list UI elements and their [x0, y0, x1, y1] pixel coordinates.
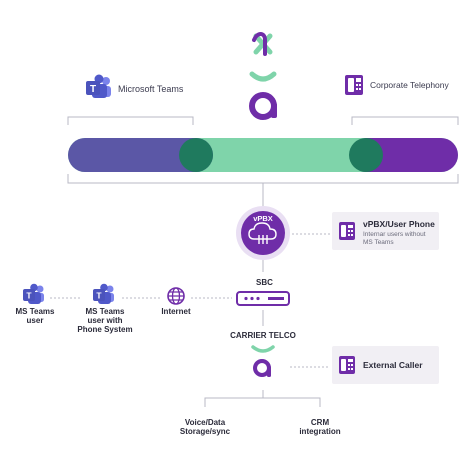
vpbx-user-phone-card: vPBX/User Phone Internar users without M… — [332, 212, 439, 250]
teams-icon: T — [23, 283, 44, 304]
brand-logo-icon — [249, 32, 277, 120]
vpbx-badge: vPBX — [253, 214, 273, 223]
vpbx-card-sub-2: MS Teams — [363, 239, 394, 246]
cloud-icon — [248, 222, 277, 244]
svg-text:T: T — [26, 291, 32, 301]
vpbx-node: vPBX — [236, 206, 290, 260]
brand-logo-icon — [251, 345, 275, 377]
sbc-label: SBC — [256, 278, 273, 287]
ms-teams-phone-label-1: MS Teams — [85, 307, 125, 316]
desk-phone-icon — [339, 356, 355, 374]
teams-icon: T — [93, 283, 114, 304]
ms-teams-user-label-2: user — [26, 316, 44, 325]
desk-phone-icon — [339, 222, 355, 240]
external-caller-card: External Caller — [332, 346, 439, 384]
globe-icon — [167, 287, 185, 305]
svg-text:T: T — [96, 291, 102, 301]
internet-label: Internet — [161, 307, 191, 316]
router-icon — [236, 291, 290, 306]
vpbx-card-sub-1: Internar users without — [363, 231, 426, 238]
teams-label: Microsoft Teams — [118, 84, 184, 94]
carrier-telco-label: CARRIER TELCO — [230, 331, 296, 340]
integration-bar — [68, 138, 458, 172]
svg-text:T: T — [90, 84, 96, 95]
ms-teams-phone-label-3: Phone System — [77, 325, 133, 334]
desk-phone-icon — [345, 75, 363, 95]
telephony-label: Corporate Telephony — [370, 80, 449, 90]
crm-label-1: CRM — [310, 418, 330, 427]
ms-teams-phone-label-2: user with — [87, 316, 123, 325]
crm-label-2: integration — [299, 427, 341, 436]
vpbx-card-title: vPBX/User Phone — [363, 219, 435, 229]
voice-data-label-1: Voice/Data — [184, 418, 226, 427]
voice-data-label-2: Storage/sync — [179, 427, 231, 436]
ms-teams-user-label-1: MS Teams — [15, 307, 55, 316]
external-caller-title: External Caller — [363, 360, 423, 370]
teams-icon: T — [86, 74, 111, 98]
